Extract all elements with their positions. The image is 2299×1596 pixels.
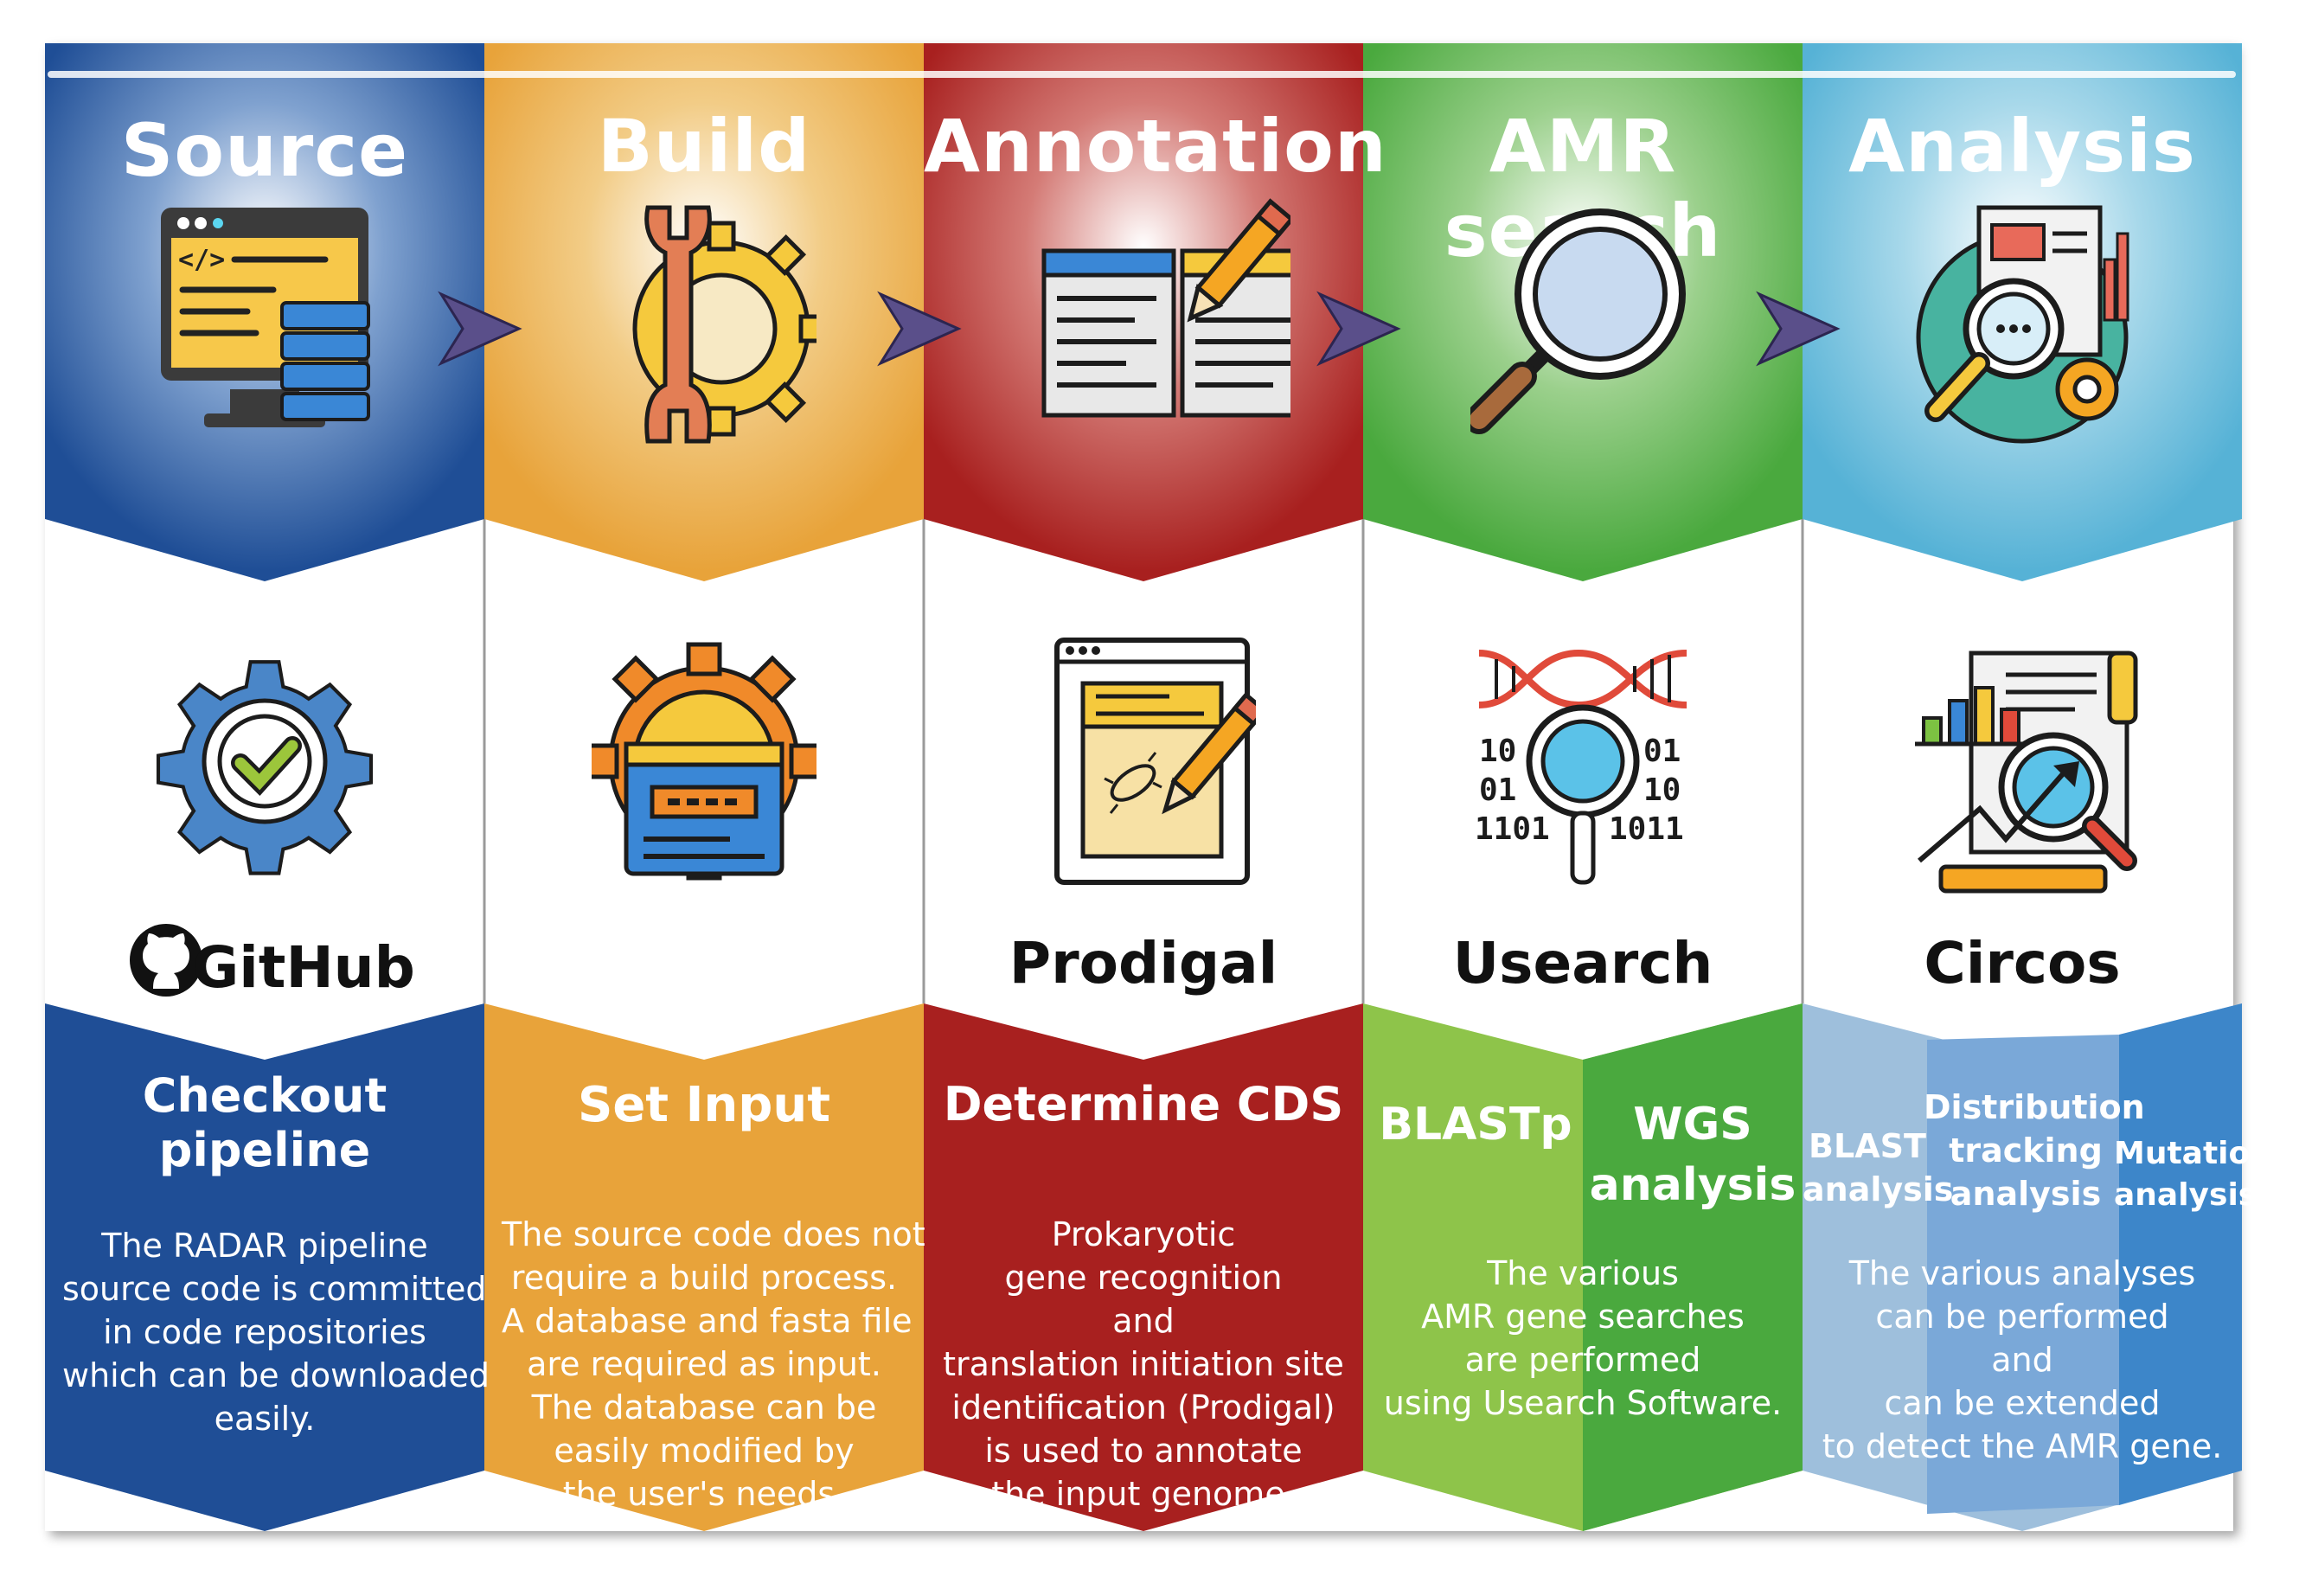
sub-step-label: WGS analysis bbox=[1589, 1099, 1796, 1211]
stage-description: The RADAR pipeline source code is commit… bbox=[62, 1224, 490, 1440]
book-pencil-icon bbox=[1041, 198, 1290, 418]
svg-text:1011: 1011 bbox=[1609, 811, 1684, 847]
stage-title: Source bbox=[120, 108, 409, 193]
stage-annotation: Annotation Prodigal Determine CDS Prokar… bbox=[924, 43, 1387, 1531]
svg-text:01: 01 bbox=[1643, 734, 1681, 769]
svg-text:01: 01 bbox=[1479, 772, 1516, 808]
stage-build: Build bbox=[484, 43, 925, 1531]
description-line: and bbox=[1991, 1341, 2053, 1379]
stage-analysis: Analysis Circos bbox=[1803, 43, 2272, 1531]
gear-check-icon bbox=[156, 660, 374, 875]
stage-amr-search: AMR search 10 01 1101 01 10 1011 Usearch… bbox=[1363, 43, 1803, 1531]
step-title: Checkout pipeline bbox=[142, 1068, 387, 1177]
description-line: and bbox=[1112, 1302, 1175, 1340]
description-line: are performed bbox=[1464, 1341, 1701, 1379]
description-line: can be extended bbox=[1884, 1384, 2161, 1422]
wrench-gear-icon bbox=[632, 205, 816, 444]
arrow-right-icon bbox=[1316, 291, 1401, 367]
tool-name: GitHub bbox=[192, 934, 415, 1001]
description-line: The database can be bbox=[531, 1388, 877, 1426]
description-line: to detect the AMR gene. bbox=[1822, 1427, 2223, 1465]
step-title: Determine CDS bbox=[943, 1077, 1344, 1131]
magnifier-icon bbox=[1470, 208, 1686, 434]
description-line: can be performed bbox=[1875, 1298, 2169, 1336]
description-line: The source code does not bbox=[502, 1215, 925, 1253]
sub-step-label: BLAST analysis bbox=[1803, 1127, 1954, 1208]
chart-magnifier-icon bbox=[1915, 651, 2138, 894]
description-line: translation initiation site bbox=[943, 1345, 1344, 1383]
sub-step-mutation-analysis: Mutation analysis bbox=[2114, 1133, 2272, 1216]
document-pencil-icon bbox=[1054, 638, 1256, 885]
description-line: the user's needs. bbox=[562, 1475, 846, 1513]
description-line: are required as input. bbox=[527, 1345, 881, 1383]
svg-text:1101: 1101 bbox=[1475, 811, 1550, 847]
sub-step-blast-analysis: BLAST analysis bbox=[1803, 1125, 1953, 1211]
stage-description: The various AMR gene searches are perfor… bbox=[1380, 1252, 1785, 1425]
svg-text:10: 10 bbox=[1479, 734, 1516, 769]
sub-step-label: Mutation analysis bbox=[2114, 1136, 2272, 1213]
description-line: is used to annotate bbox=[984, 1432, 1303, 1470]
svg-text:</>: </> bbox=[178, 245, 225, 275]
arrow-right-icon bbox=[1756, 291, 1841, 367]
description-line: identification (Prodigal) bbox=[951, 1388, 1335, 1426]
description-line: which can be downloaded bbox=[62, 1356, 490, 1394]
sub-step-label: Distribution tracking analysis bbox=[1924, 1088, 2145, 1213]
description-line: using Usearch Software. bbox=[1383, 1384, 1783, 1422]
description-line: The various analyses bbox=[1848, 1254, 2196, 1292]
top-highlight-line bbox=[48, 71, 2236, 78]
description-line: gene recognition bbox=[1004, 1259, 1283, 1297]
sub-step-blastp: BLASTp bbox=[1379, 1099, 1572, 1151]
description-line: Prokaryotic bbox=[1051, 1215, 1236, 1253]
stage-source: Source </> GitHub Che bbox=[45, 43, 490, 1531]
report-magnifier-icon bbox=[1916, 205, 2129, 444]
stage-description: Prokaryotic gene recognition and transla… bbox=[941, 1213, 1346, 1516]
description-line: The various bbox=[1487, 1254, 1679, 1292]
stage-description: The various analyses can be performed an… bbox=[1820, 1252, 2225, 1468]
svg-text:10: 10 bbox=[1643, 772, 1681, 808]
description-line: in code repositories bbox=[103, 1313, 426, 1351]
gear-window-icon bbox=[592, 642, 816, 881]
dna-search-icon: 10 01 1101 01 10 1011 bbox=[1475, 649, 1687, 885]
description-line: A database and fasta file bbox=[502, 1302, 913, 1340]
description-line: AMR gene searches bbox=[1421, 1298, 1745, 1336]
step-title: Set Input bbox=[577, 1077, 830, 1133]
stage-title: Annotation bbox=[924, 104, 1387, 189]
monitor-code-icon: </> bbox=[161, 208, 370, 427]
description-line: source code is committed bbox=[62, 1270, 487, 1308]
description-line: The RADAR pipeline bbox=[101, 1227, 428, 1265]
description-line: require a build process. bbox=[510, 1259, 898, 1297]
description-line: easily modified by bbox=[554, 1432, 855, 1470]
tool-name: Usearch bbox=[1452, 930, 1713, 997]
arrow-right-icon bbox=[438, 291, 522, 367]
stage-title: Analysis bbox=[1848, 104, 2196, 189]
description-line: the input genome. bbox=[991, 1475, 1296, 1513]
stage-title: Build bbox=[597, 104, 811, 189]
sub-step-distribution-tracking: Distribution tracking analysis bbox=[1924, 1086, 2145, 1215]
stage-description: The source code does not require a build… bbox=[502, 1213, 925, 1516]
description-line: easily. bbox=[214, 1400, 316, 1438]
arrow-right-icon bbox=[877, 291, 962, 367]
github-icon bbox=[130, 924, 202, 997]
sub-step-wgs-analysis: WGS analysis bbox=[1583, 1094, 1803, 1215]
tool-name: Prodigal bbox=[1009, 930, 1278, 997]
tool-name: Circos bbox=[1924, 930, 2121, 997]
